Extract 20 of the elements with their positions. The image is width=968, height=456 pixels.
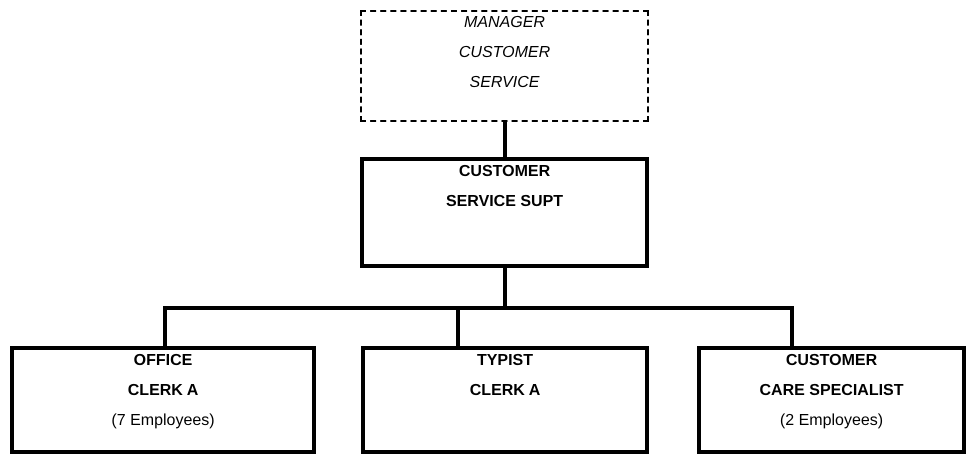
role-box	[10, 346, 316, 454]
role-text: CLERK A	[128, 382, 198, 400]
role-text: MANAGER	[464, 14, 545, 32]
role-text: TYPIST	[476, 352, 533, 370]
role-text: SERVICE SUPT	[446, 193, 564, 211]
role-text: SERVICE	[470, 74, 540, 92]
role-text: CUSTOMER	[458, 163, 550, 181]
role-text: (2 Employees)	[780, 412, 884, 430]
role-text: CUSTOMER	[458, 44, 550, 62]
role-text: CUSTOMER	[786, 352, 878, 370]
role-box	[697, 346, 966, 454]
role-text: CARE SPECIALIST	[759, 382, 904, 400]
connector-line	[503, 122, 507, 157]
dashed-role-box	[360, 10, 649, 122]
role-text: OFFICE	[134, 352, 192, 370]
role-text: CLERK A	[470, 382, 540, 400]
role-box	[360, 157, 649, 268]
role-text: (7 Employees)	[111, 412, 215, 430]
connector-line	[503, 268, 794, 346]
role-box	[361, 346, 649, 454]
